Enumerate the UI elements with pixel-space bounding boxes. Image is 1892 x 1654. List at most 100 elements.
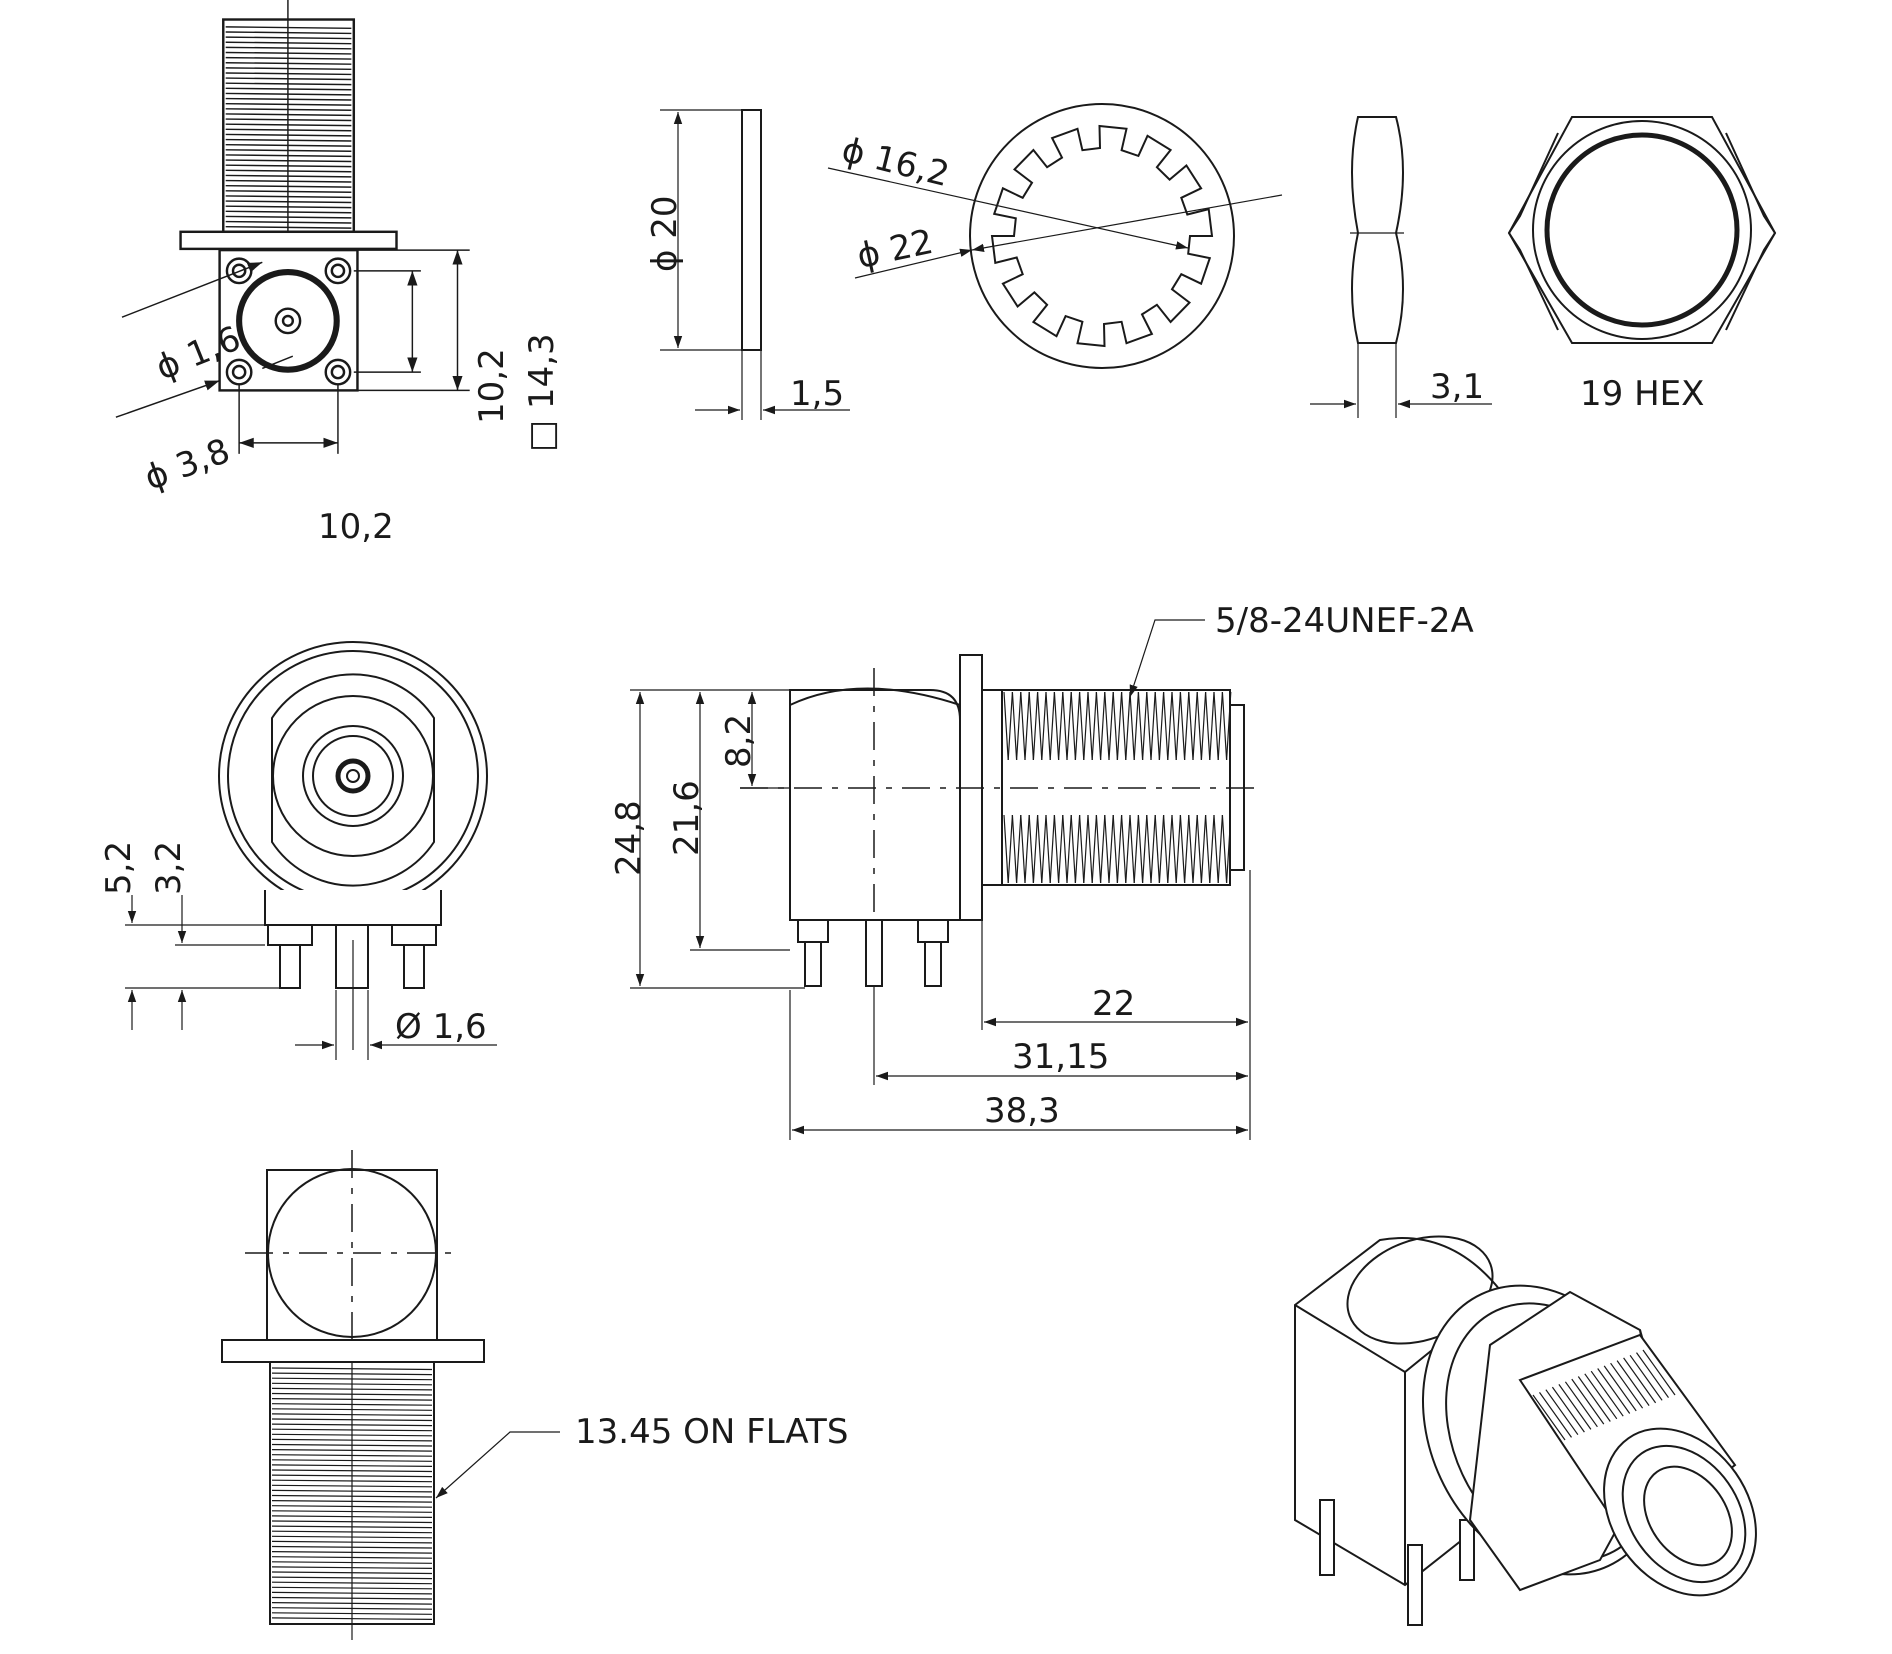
thread-line bbox=[1137, 691, 1144, 761]
thread-line bbox=[1007, 814, 1013, 884]
thread-line bbox=[1221, 814, 1228, 884]
thread-line bbox=[1112, 691, 1118, 761]
thread-line bbox=[1539, 1392, 1572, 1438]
end-pin-height-5-label: 5,2 bbox=[99, 841, 139, 895]
thread-line bbox=[1037, 814, 1043, 884]
end-pin-dia-label: Ø 1,6 bbox=[395, 1007, 487, 1047]
thread-line bbox=[1079, 814, 1085, 884]
thread-line bbox=[1192, 691, 1198, 761]
thread-line bbox=[1179, 691, 1186, 761]
thread-line bbox=[1142, 691, 1148, 761]
thread-line bbox=[1032, 691, 1039, 761]
thread-line bbox=[1603, 1365, 1637, 1412]
thread-line bbox=[1217, 691, 1223, 761]
front-square-label: □ 14,3 bbox=[522, 333, 562, 452]
thread-line bbox=[1053, 814, 1060, 884]
thread-line bbox=[1104, 814, 1110, 884]
thread-line bbox=[1016, 814, 1022, 884]
side-total-height-label: 24,8 bbox=[609, 800, 649, 876]
thread-line bbox=[1532, 1394, 1566, 1441]
thread-line bbox=[1196, 814, 1202, 884]
thread-line bbox=[1158, 691, 1165, 761]
side-axis-height-label: 8,2 bbox=[719, 714, 759, 768]
thread-line bbox=[1011, 814, 1018, 884]
thread-line bbox=[1016, 691, 1022, 761]
thread-line bbox=[1024, 814, 1030, 884]
thread-line bbox=[1221, 691, 1228, 761]
thread-line bbox=[1209, 814, 1215, 884]
thread-line bbox=[1179, 814, 1186, 884]
thread-line bbox=[1058, 814, 1064, 884]
nut-thickness-label: 3,1 bbox=[1430, 367, 1484, 407]
front-bore-dia-label: ϕ 3,8 bbox=[139, 431, 235, 498]
washer-dia-label: ϕ 20 bbox=[645, 196, 685, 273]
side-length-axis-label: 31,15 bbox=[1012, 1037, 1109, 1077]
thread-line bbox=[1121, 814, 1127, 884]
thread-line bbox=[1188, 814, 1194, 884]
thread-line bbox=[1028, 814, 1034, 884]
thread-line bbox=[1129, 691, 1135, 761]
thread-line bbox=[1200, 814, 1207, 884]
thread-line bbox=[1062, 691, 1068, 761]
thread-line bbox=[1167, 814, 1173, 884]
thread-line bbox=[1158, 814, 1165, 884]
thread-line bbox=[1551, 1386, 1585, 1433]
thread-line bbox=[1083, 691, 1089, 761]
thread-line bbox=[1070, 691, 1076, 761]
thread-line bbox=[1154, 691, 1160, 761]
front-view bbox=[115, 0, 470, 454]
front-view-mounting-holes bbox=[225, 257, 352, 386]
thread-spec-label: 5/8-24UNEF-2A bbox=[1215, 601, 1474, 641]
thread-line bbox=[1003, 814, 1009, 884]
thread-line bbox=[1003, 691, 1009, 761]
thread-line bbox=[1104, 691, 1110, 761]
thread-line bbox=[1066, 691, 1072, 761]
thread-line bbox=[1116, 814, 1123, 884]
thread-line bbox=[1175, 691, 1181, 761]
thread-line bbox=[1100, 814, 1106, 884]
thread-line bbox=[1133, 691, 1139, 761]
thread-line bbox=[1095, 814, 1102, 884]
thread-line bbox=[1142, 814, 1148, 884]
thread-line bbox=[1188, 691, 1194, 761]
thread-line bbox=[1610, 1362, 1644, 1409]
lock-washer bbox=[827, 103, 1283, 369]
thread-line bbox=[1545, 1389, 1579, 1436]
nut-side-view bbox=[1310, 116, 1492, 418]
side-view-pins bbox=[797, 919, 949, 987]
thread-line bbox=[1095, 691, 1102, 761]
thread-line bbox=[1011, 691, 1018, 761]
thread-line bbox=[1584, 1373, 1618, 1420]
front-view-bore bbox=[236, 269, 340, 373]
thread-line bbox=[1636, 1352, 1669, 1398]
thread-line bbox=[1049, 691, 1055, 761]
thread-line bbox=[1116, 691, 1123, 761]
thread-line bbox=[1049, 814, 1055, 884]
thread-line bbox=[1642, 1349, 1676, 1396]
thread-line bbox=[1074, 691, 1081, 761]
thread-line bbox=[1590, 1370, 1624, 1417]
thread-line bbox=[1125, 691, 1131, 761]
thread-line bbox=[1558, 1384, 1592, 1430]
thread-line bbox=[1597, 1368, 1631, 1414]
thread-line bbox=[1150, 814, 1156, 884]
front-hole-spacing-v-label: 10,2 bbox=[472, 348, 512, 424]
thread-line bbox=[1028, 691, 1034, 761]
thread-line bbox=[1163, 814, 1169, 884]
thread-line bbox=[1171, 814, 1177, 884]
thread-line bbox=[1205, 814, 1211, 884]
side-length-total-label: 38,3 bbox=[984, 1091, 1060, 1131]
thread-line bbox=[1213, 814, 1219, 884]
thread-line bbox=[1205, 691, 1211, 761]
thread-line bbox=[1200, 691, 1207, 761]
thread-line bbox=[1091, 814, 1097, 884]
thread-line bbox=[1066, 814, 1072, 884]
thread-line bbox=[1146, 691, 1152, 761]
front-view-flange bbox=[179, 230, 398, 251]
thread-line bbox=[1623, 1357, 1657, 1404]
flat-washer bbox=[660, 109, 850, 420]
thread-line bbox=[1037, 691, 1043, 761]
thread-line bbox=[1091, 691, 1097, 761]
thread-line bbox=[1041, 814, 1047, 884]
thread-line bbox=[1163, 691, 1169, 761]
